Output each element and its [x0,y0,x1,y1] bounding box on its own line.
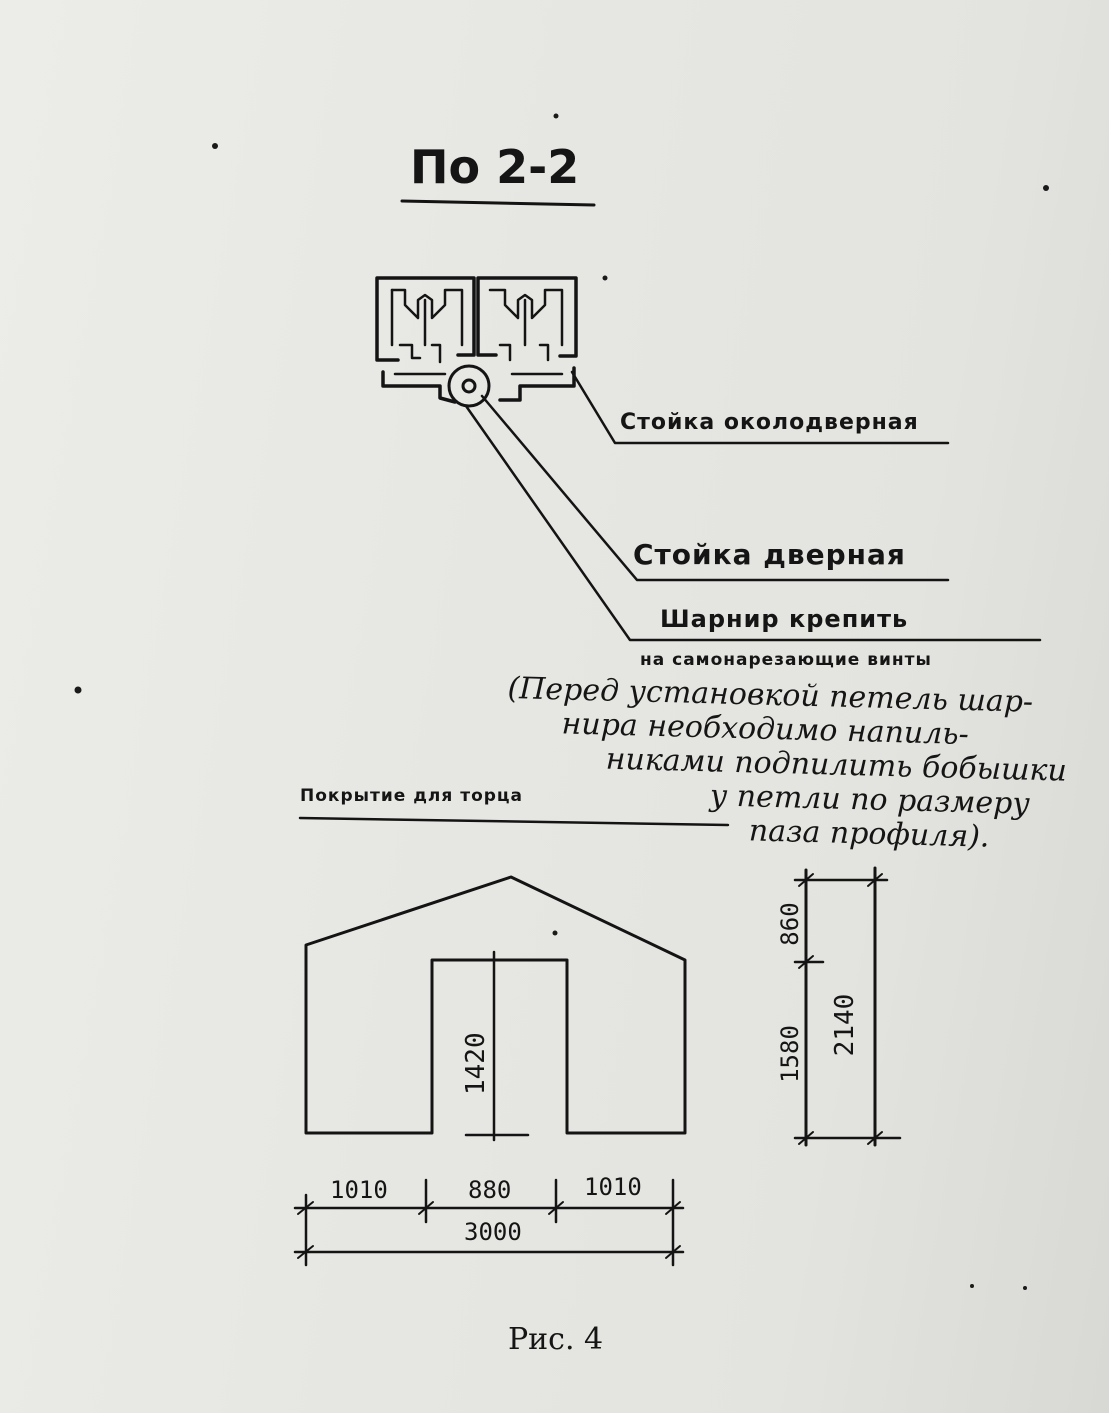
dim-door-width: 880 [468,1176,512,1204]
paper-specks [74,113,1049,1290]
end-cover-underline [298,816,730,827]
door-post-label: Стойка дверная [633,538,906,571]
hinge-label: Шарнир крепить [660,605,909,633]
profile-cross-section [375,276,578,408]
dim-door-height: 1420 [461,1032,491,1095]
end-cover-title: Покрытие для торца [300,786,523,806]
dim-left-width: 1010 [330,1176,388,1204]
width-dimension-lines [293,1178,685,1267]
leader-lines [464,370,1042,642]
end-wall-elevation [304,875,687,1142]
hinge-screws-label: на самонарезающие винты [640,650,932,670]
height-dimension-lines [793,866,902,1147]
dim-lower-height: 1580 [776,1025,804,1083]
jamb-post-label: Стойка околодверная [620,410,919,435]
dim-upper-height: 860 [776,902,804,946]
handwritten-note: (Перед установкой петель шар- нира необх… [504,671,1069,857]
section-title: По 2-2 [410,140,580,194]
title-underline [400,199,596,207]
dim-full-height: 2140 [830,993,860,1057]
figure-caption: Рис. 4 [508,1322,604,1357]
dim-total-width: 3000 [464,1218,522,1246]
dim-right-width: 1010 [584,1173,642,1201]
